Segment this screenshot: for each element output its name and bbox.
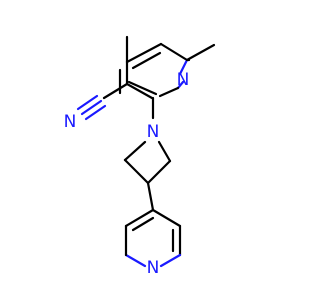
triple-bond <box>84 104 107 121</box>
bond-double <box>131 216 155 232</box>
bond <box>123 140 147 162</box>
structure-canvas: N N N N <box>64 35 216 278</box>
linker-bond <box>146 181 155 212</box>
triple-bond <box>76 94 99 111</box>
bond <box>158 86 180 98</box>
nitrile-group <box>76 82 129 121</box>
pyridyl-n-label: N <box>147 258 160 278</box>
pyridine-ring-top <box>118 35 216 120</box>
bond <box>127 80 158 96</box>
pyridine-ring-bottom <box>124 208 182 268</box>
bond-to-n <box>178 58 189 76</box>
bond-to-n <box>124 253 147 268</box>
nitrile-n-label: N <box>64 112 77 132</box>
bond <box>125 42 163 64</box>
triple-bond <box>80 99 103 116</box>
bond <box>123 158 150 185</box>
bond <box>151 208 182 228</box>
methyl-bond-right <box>185 43 216 62</box>
azetidine-ring <box>123 140 172 185</box>
pyridine-n-label: N <box>177 70 190 90</box>
bond <box>159 42 189 62</box>
azetidine-n-label: N <box>147 122 160 142</box>
bond-to-n <box>176 80 185 90</box>
molecule-diagram: N N N N <box>64 35 216 278</box>
bond-double <box>131 51 162 70</box>
bond <box>125 82 154 100</box>
bond <box>157 140 172 163</box>
bond-to-n <box>159 253 182 268</box>
bond <box>124 208 155 228</box>
bond <box>146 159 172 185</box>
bond <box>102 82 129 100</box>
